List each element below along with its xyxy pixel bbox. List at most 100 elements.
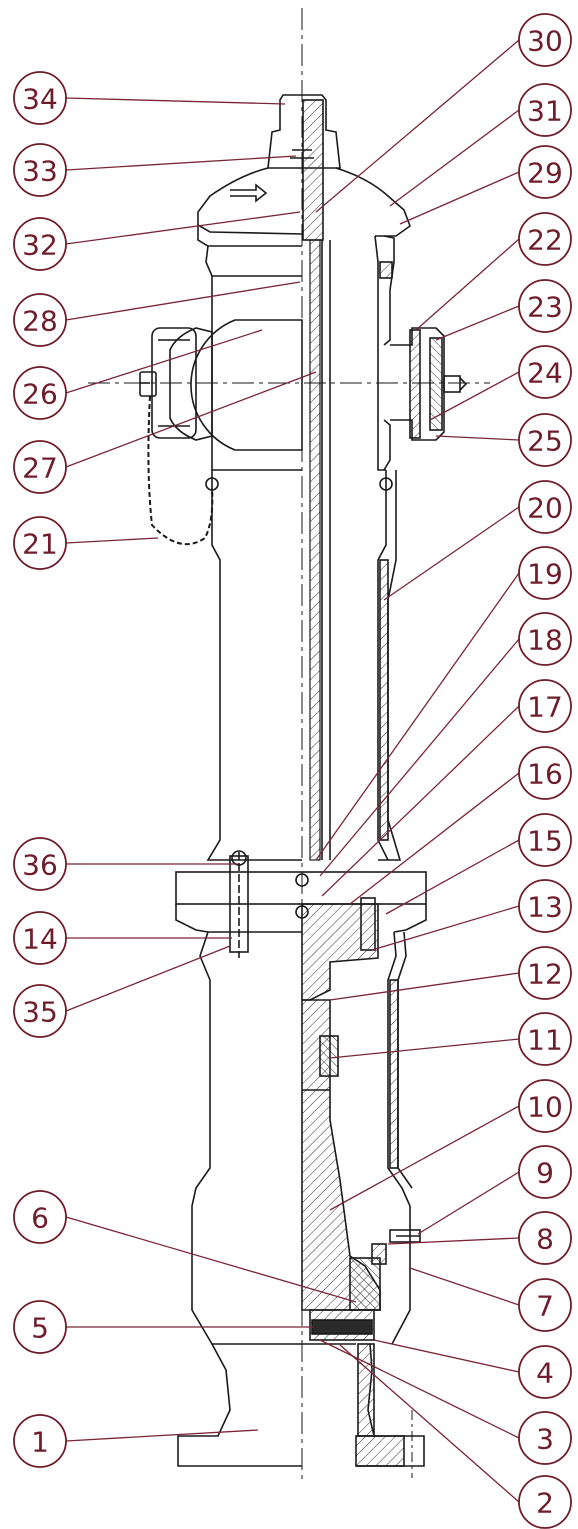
callout-label: 32 (22, 229, 58, 262)
callout-left-28: 28 (13, 281, 301, 347)
callout-left-36: 36 (13, 837, 238, 891)
callout-circle (518, 212, 572, 266)
callout-left-14: 14 (13, 911, 232, 965)
callout-label: 19 (527, 558, 563, 591)
leader-line (373, 1339, 520, 1373)
callout-right-30: 30 (315, 13, 572, 213)
callout-left-27: 27 (13, 371, 317, 494)
callout-label: 6 (31, 1202, 49, 1235)
callout-label: 31 (527, 95, 563, 128)
callout-circle (518, 1475, 572, 1529)
outlet-boss (190, 319, 303, 451)
callout-circle (518, 345, 572, 399)
callout-right-16: 16 (349, 746, 572, 905)
leader-line (435, 305, 520, 341)
callout-circle (13, 516, 67, 570)
callout-circle (518, 1411, 572, 1465)
leader-line (389, 109, 520, 207)
leader-line (435, 435, 520, 441)
callout-right-11: 11 (329, 1012, 572, 1066)
callout-circle (13, 984, 67, 1038)
leader-line (385, 839, 520, 915)
callout-right-25: 25 (435, 413, 572, 467)
callout-right-31: 31 (389, 83, 572, 207)
callout-right-4: 4 (373, 1339, 572, 1399)
callout-label: 3 (536, 1423, 554, 1456)
callout-circle (518, 612, 572, 666)
callout-circle (13, 911, 67, 965)
callout-circle (518, 1345, 572, 1399)
spindle-tube (309, 239, 321, 861)
left-cap-lug (139, 371, 157, 397)
riser-left (206, 470, 302, 861)
callout-label: 10 (527, 1091, 563, 1124)
callout-label: 1 (31, 1426, 49, 1459)
callout-label: 5 (31, 1312, 49, 1345)
leader-line (429, 371, 520, 421)
callout-label: 24 (527, 357, 563, 390)
callout-circle (518, 813, 572, 867)
callout-right-29: 29 (399, 145, 572, 225)
spindle-upper (302, 99, 324, 241)
callout-label: 11 (527, 1024, 563, 1057)
leader-line (399, 171, 520, 225)
leader-line (65, 97, 286, 105)
callout-circle (13, 1190, 67, 1244)
leader-line (321, 705, 520, 897)
leader-line (65, 371, 317, 468)
callout-label: 33 (22, 155, 58, 188)
leader-line (65, 945, 231, 1012)
leader-line (329, 972, 520, 1001)
inlet-left (177, 1343, 302, 1467)
callout-circle (13, 366, 67, 420)
leader-line (339, 1344, 520, 1503)
callout-right-23: 23 (435, 279, 572, 341)
callout-circle (518, 145, 572, 199)
callout-circle (13, 1414, 67, 1468)
bonnet-ring (197, 225, 302, 247)
callout-circle (518, 1012, 572, 1066)
callout-label: 2 (536, 1487, 554, 1520)
left-cap-body (151, 327, 197, 439)
leader-line (329, 1105, 520, 1211)
callout-left-21: 21 (13, 516, 159, 570)
callout-circle (518, 13, 572, 67)
callout-left-34: 34 (13, 71, 286, 125)
leader-line (65, 281, 301, 321)
callout-circle (518, 679, 572, 733)
callout-right-12: 12 (329, 946, 572, 1001)
callout-circle (13, 217, 67, 271)
callout-right-20: 20 (383, 480, 572, 601)
leader-line (319, 638, 520, 877)
left-outlet-flange (169, 327, 213, 441)
barrel-right (387, 931, 411, 1345)
callout-label: 30 (527, 25, 563, 58)
callout-right-7: 7 (409, 1267, 572, 1332)
callout-circle (13, 71, 67, 125)
leader-line (409, 1267, 520, 1306)
bonnet-arrow (230, 183, 268, 203)
callout-right-8: 8 (387, 1211, 572, 1265)
hydrant-body (88, 8, 490, 1480)
callout-circle (13, 837, 67, 891)
leader-line (349, 772, 520, 905)
callout-label: 20 (527, 492, 563, 525)
leader-line (315, 572, 520, 861)
callout-label: 7 (536, 1290, 554, 1323)
callout-label: 12 (527, 958, 563, 991)
callout-label: 34 (22, 83, 58, 116)
callout-circle (518, 746, 572, 800)
seat-body (301, 903, 379, 1001)
leader-line (387, 1237, 520, 1245)
callout-label: 25 (527, 425, 563, 458)
callout-left-5: 5 (13, 1300, 314, 1354)
callout-circle (518, 1079, 572, 1133)
callout-right-22: 22 (415, 212, 572, 331)
leader-line (65, 211, 301, 245)
drain-valve (319, 1035, 339, 1077)
leader-line (383, 506, 520, 601)
callout-label: 26 (22, 378, 58, 411)
callout-label: 18 (527, 624, 563, 657)
callout-circle (13, 440, 67, 494)
